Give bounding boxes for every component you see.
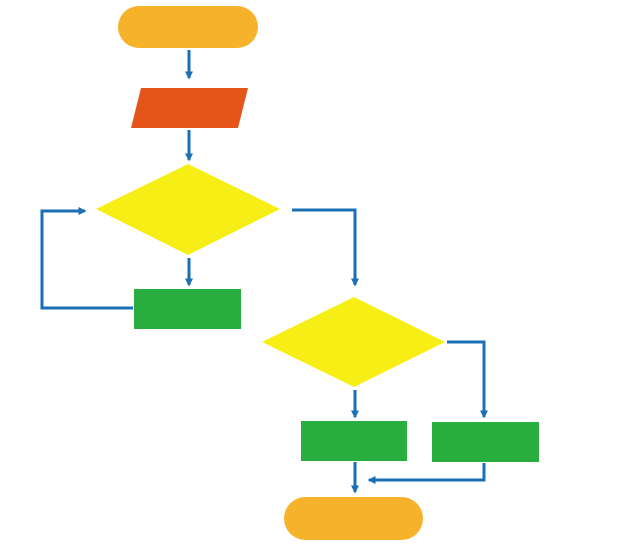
edge-process-loop-to-decision-1 — [40, 207, 133, 310]
edge-process-right-to-end — [367, 463, 486, 484]
edge-decision-1-to-decision-2 — [292, 208, 359, 287]
process-box-loop — [134, 289, 241, 329]
process-box-left — [301, 421, 407, 461]
input-parallelogram — [131, 88, 248, 128]
connector-group — [40, 50, 488, 494]
node-group — [96, 6, 539, 540]
end-terminator — [284, 497, 423, 540]
decision-diamond-2 — [262, 297, 445, 387]
start-terminator — [118, 6, 258, 48]
decision-diamond-1 — [96, 164, 280, 255]
process-box-right — [432, 422, 539, 462]
edge-decision-2-to-process-right — [447, 340, 488, 419]
